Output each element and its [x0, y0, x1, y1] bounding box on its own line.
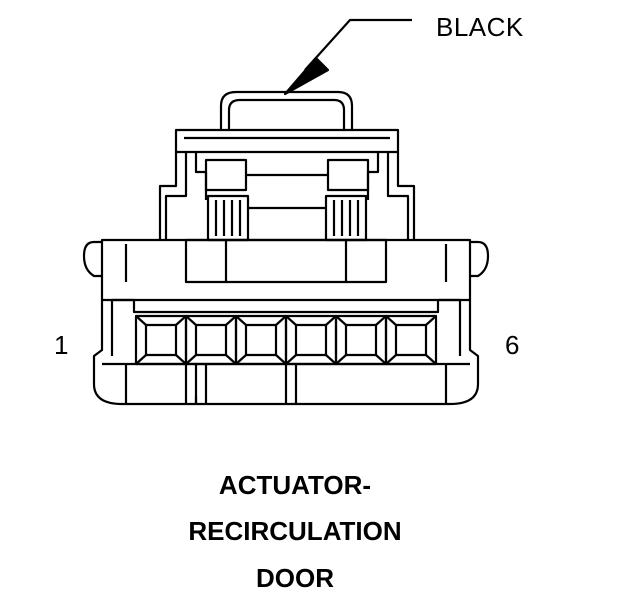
pin-cavity	[386, 316, 436, 364]
wire-color-callout: BLACK	[436, 12, 524, 42]
pin-label-first: 1	[54, 330, 69, 360]
caption-line-2: RECIRCULATION	[188, 516, 402, 546]
pin-cavity	[136, 316, 186, 364]
pin-cavity	[186, 316, 236, 364]
caption-line-1: ACTUATOR-	[218, 470, 372, 500]
pin-label-last: 6	[505, 330, 520, 360]
pin-cavities	[136, 316, 436, 364]
callout-arrow	[285, 58, 328, 94]
connector-latch	[221, 92, 352, 130]
connector-lock	[160, 130, 414, 240]
connector-housing	[84, 240, 488, 404]
pin-cavity	[286, 316, 336, 364]
callout-leader	[285, 20, 412, 94]
pin-cavity	[236, 316, 286, 364]
pin-cavity	[336, 316, 386, 364]
caption-line-3: DOOR	[256, 563, 334, 593]
